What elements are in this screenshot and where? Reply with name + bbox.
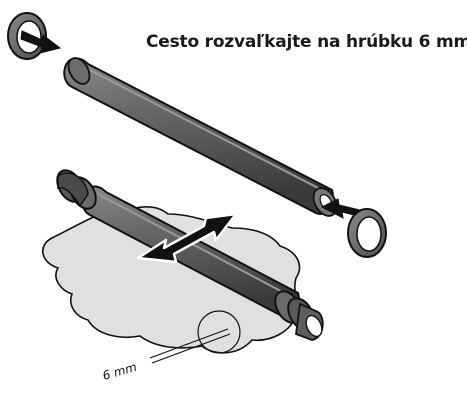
instruction-caption: Cesto rozvaľkajte na hrúbku 6 mm. — [146, 32, 462, 52]
right-ring-icon — [348, 209, 386, 257]
thickness-label: 6 mm — [101, 360, 138, 383]
